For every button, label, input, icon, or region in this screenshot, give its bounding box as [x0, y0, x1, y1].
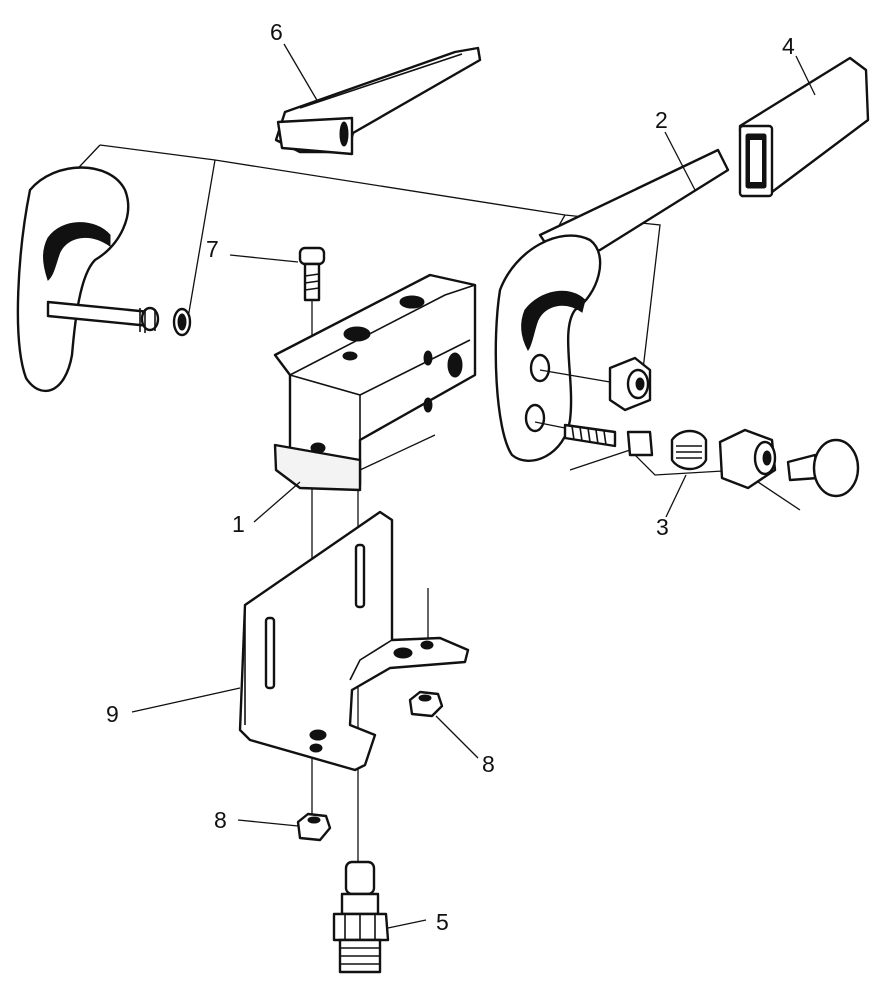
callout-leaders [131, 43, 816, 929]
part-5-fitting [332, 860, 390, 974]
pivot-nut [539, 356, 652, 412]
callout-9: 9 [106, 701, 119, 727]
assembly-lines [47, 144, 801, 862]
part-3-detent [534, 421, 860, 498]
part-2-lever [494, 148, 730, 462]
callout-3: 3 [656, 514, 669, 540]
callout-4: 4 [782, 33, 795, 59]
part-9-bracket [238, 510, 470, 772]
part-1-body [273, 273, 477, 492]
callout-7: 7 [206, 236, 219, 262]
callout-6: 6 [270, 19, 283, 45]
part-7-bolt [298, 246, 326, 302]
part-8-nut-right [408, 690, 444, 718]
part-6-cover [274, 46, 482, 156]
part-4-grip [738, 56, 870, 198]
callout-8-left: 8 [214, 807, 227, 833]
callout-labels: 6 2 4 7 1 3 9 8 8 5 [106, 19, 795, 935]
callout-5: 5 [436, 909, 449, 935]
part-8-nut-left [296, 812, 332, 842]
callout-2: 2 [655, 107, 668, 133]
left-hook-plate [16, 166, 192, 393]
callout-1: 1 [232, 511, 245, 537]
callout-8-right: 8 [482, 751, 495, 777]
